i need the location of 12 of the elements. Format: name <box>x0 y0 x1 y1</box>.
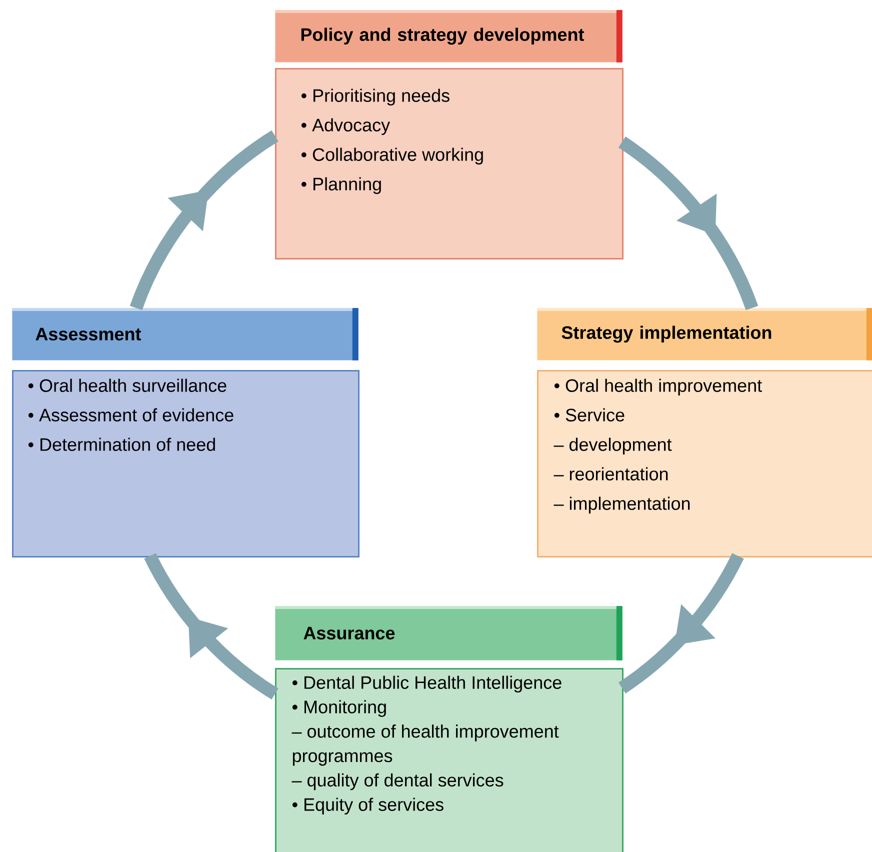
heading-bar: Policy and strategy development <box>275 10 622 62</box>
heading-bar: Assurance <box>275 606 622 660</box>
text-box: • Dental Public Health Intelligence • Monitoring – outcome of health improvement programmes – quality of dental services • Equity of services <box>275 668 624 852</box>
text-box: • Oral health surveillance • Assessment of evidence • Determination of need <box>12 370 360 558</box>
heading-bar: Assessment <box>12 308 358 360</box>
cycle-arrow <box>618 136 758 310</box>
cycle-arrow <box>144 553 279 700</box>
cycle-arrow <box>130 130 279 310</box>
heading-bar: Strategy implementation <box>537 308 872 360</box>
text-box: • Prioritising needs • Advocacy • Collaborative working • Planning <box>275 68 624 260</box>
text-box: • Oral health improvement • Service – development – reorientation – implementation <box>537 370 872 558</box>
cycle-arrow <box>618 553 744 694</box>
